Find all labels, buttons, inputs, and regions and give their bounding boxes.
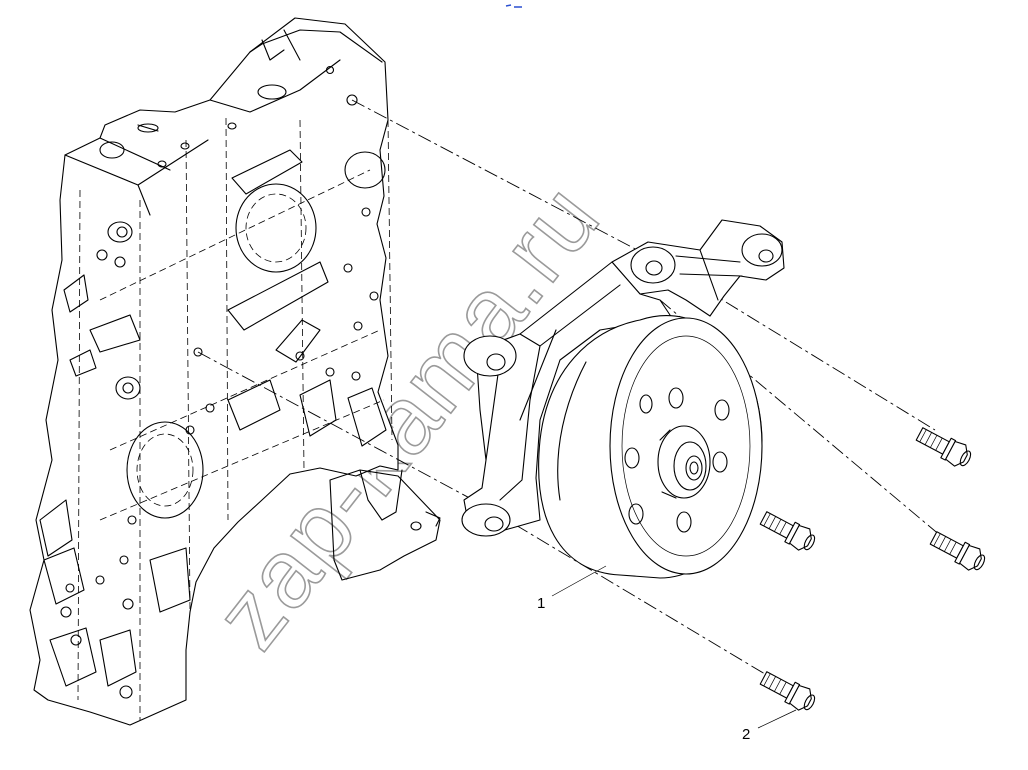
flange-bolts xyxy=(759,427,986,711)
cover-bolt-holes xyxy=(60,207,379,699)
callout-2: 2 xyxy=(742,709,797,743)
assembly-center-lines xyxy=(197,99,961,684)
bolt xyxy=(759,511,816,551)
pulley-holes xyxy=(624,387,730,533)
scan-mark xyxy=(505,4,522,8)
bolt xyxy=(915,427,972,467)
bolt xyxy=(759,671,816,711)
water-pump xyxy=(461,219,785,579)
callout-1-label: 1 xyxy=(537,595,545,612)
callout-2-label: 2 xyxy=(742,726,750,743)
engine-front-cover xyxy=(29,17,441,726)
bolt xyxy=(929,531,986,571)
callout-1: 1 xyxy=(537,565,607,612)
